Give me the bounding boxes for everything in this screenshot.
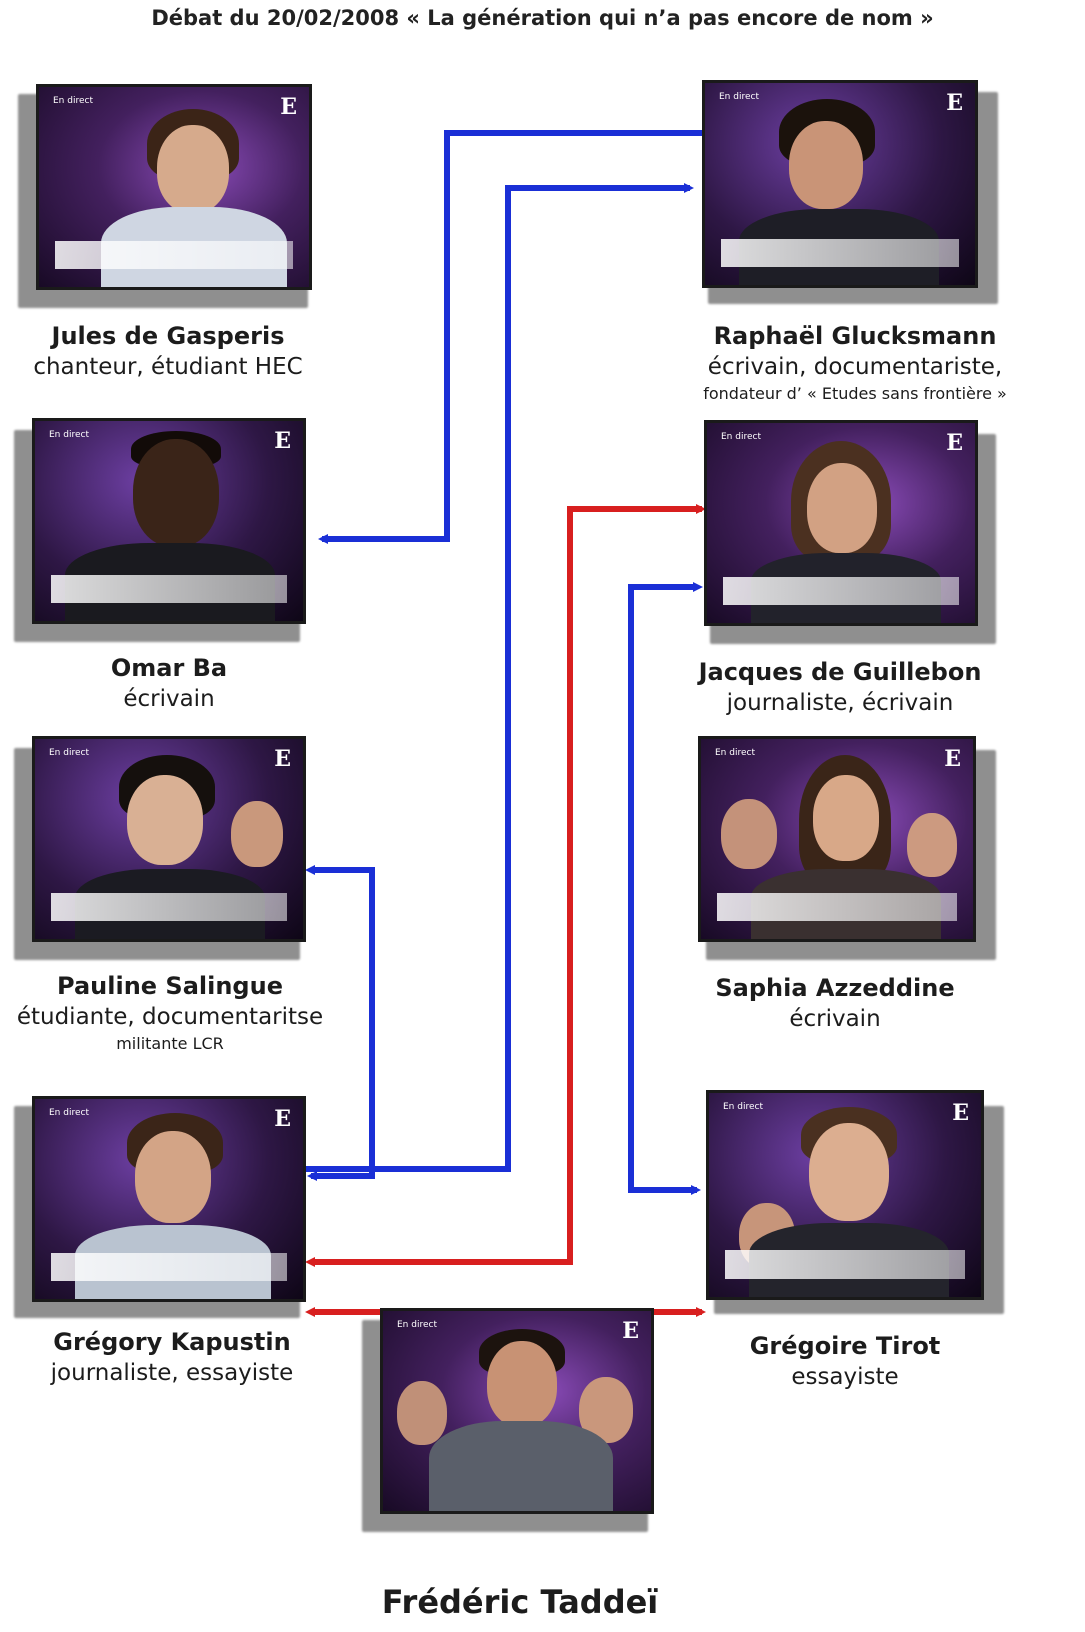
person-name: Pauline Salingue <box>57 972 283 1000</box>
label-raphael: Raphaël Glucksmann écrivain, documentari… <box>660 320 1050 406</box>
person-role: écrivain, documentariste, <box>707 354 1003 380</box>
person-role: étudiante, documentaritse <box>16 1004 324 1030</box>
person-role: chanteur, étudiant HEC <box>33 354 303 380</box>
label-omar: Omar Ba écrivain <box>14 652 324 714</box>
label-jules: Jules de Gasperis chanteur, étudiant HEC <box>13 320 323 382</box>
channel-logo: E <box>274 746 291 772</box>
photo-saphia: En direct E <box>698 736 998 961</box>
channel-logo: E <box>946 430 963 456</box>
channel-logo: E <box>622 1318 639 1344</box>
live-badge: En direct <box>49 748 89 758</box>
person-name: Jacques de Guillebon <box>698 658 982 686</box>
person-extra: militante LCR <box>116 1034 224 1053</box>
arrow-gregory-jacques <box>305 504 706 1267</box>
label-gregory: Grégory Kapustin journaliste, essayiste <box>12 1326 332 1388</box>
arrow-raphael-to-omar <box>318 130 703 544</box>
person-name: Jules de Gasperis <box>51 322 285 350</box>
person-role: journaliste, écrivain <box>726 690 954 716</box>
person-role: écrivain <box>123 686 215 712</box>
channel-logo: E <box>952 1100 969 1126</box>
person-name: Frédéric Taddeï <box>381 1583 659 1621</box>
live-badge: En direct <box>397 1320 437 1330</box>
label-jacques: Jacques de Guillebon journaliste, écriva… <box>680 656 1000 718</box>
person-name: Raphaël Glucksmann <box>713 322 997 350</box>
live-badge: En direct <box>49 1108 89 1118</box>
label-gregoire: Grégoire Tirot essayiste <box>690 1330 1000 1392</box>
label-saphia: Saphia Azzeddine écrivain <box>680 972 990 1034</box>
photo-frederic: En direct E <box>362 1308 662 1533</box>
arrow-jacques-gregoire <box>628 582 703 1195</box>
person-name: Saphia Azzeddine <box>715 974 955 1002</box>
live-badge: En direct <box>719 92 759 102</box>
live-badge: En direct <box>723 1102 763 1112</box>
photo-raphael: En direct E <box>700 80 1000 305</box>
person-role: écrivain <box>789 1006 881 1032</box>
live-badge: En direct <box>715 748 755 758</box>
label-frederic: Frédéric Taddeï <box>340 1582 700 1622</box>
person-name: Grégoire Tirot <box>749 1332 941 1360</box>
page-title: Débat du 20/02/2008 « La génération qui … <box>151 6 934 30</box>
photo-omar: En direct E <box>14 418 314 643</box>
person-role: essayiste <box>791 1364 899 1390</box>
label-pauline: Pauline Salingue étudiante, documentarit… <box>0 970 340 1056</box>
photo-jules: En direct E <box>18 84 318 309</box>
person-role: journaliste, essayiste <box>50 1360 294 1386</box>
photo-gregory: En direct E <box>14 1096 314 1321</box>
channel-logo: E <box>274 428 291 454</box>
person-name: Grégory Kapustin <box>53 1328 291 1356</box>
channel-logo: E <box>944 746 961 772</box>
photo-pauline: En direct E <box>14 736 314 961</box>
channel-logo: E <box>946 90 963 116</box>
person-extra: fondateur d’ « Etudes sans frontière » <box>703 384 1007 403</box>
photo-gregoire: En direct E <box>706 1090 1006 1315</box>
person-name: Omar Ba <box>110 654 228 682</box>
photo-jacques: En direct E <box>702 420 1002 645</box>
live-badge: En direct <box>721 432 761 442</box>
channel-logo: E <box>274 1106 291 1132</box>
live-badge: En direct <box>49 430 89 440</box>
channel-logo: E <box>280 94 297 120</box>
live-badge: En direct <box>53 96 93 106</box>
